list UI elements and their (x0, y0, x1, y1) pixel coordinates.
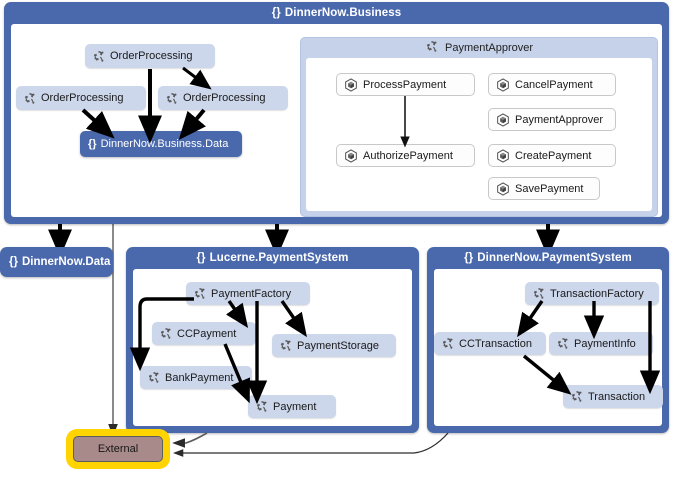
method-icon (344, 77, 358, 92)
node-label: PaymentFactory (211, 287, 292, 300)
node-external[interactable]: External (73, 436, 163, 462)
node-paymentinfo[interactable]: PaymentInfo (549, 332, 653, 355)
method-icon (496, 112, 510, 127)
node-payment[interactable]: Payment (248, 395, 336, 418)
method-savepayment[interactable]: SavePayment (488, 177, 600, 200)
edge-dinnernow-paymentsystem-to-external (172, 432, 449, 457)
class-icon (165, 92, 178, 105)
namespace-braces-icon: {} (88, 138, 97, 150)
namespace-dinnernow-business-title: {}DinnerNow.Business (271, 7, 402, 19)
class-icon (255, 400, 268, 413)
node-label: BankPayment (165, 371, 234, 384)
class-icon (159, 327, 172, 340)
node-transactionfactory[interactable]: TransactionFactory (525, 282, 659, 305)
node-ccpayment[interactable]: CCPayment (152, 322, 256, 345)
method-label: ProcessPayment (363, 78, 447, 91)
node-label: TransactionFactory (550, 287, 644, 300)
class-icon (23, 92, 36, 105)
class-icon (532, 287, 545, 300)
class-icon (279, 339, 292, 352)
node-label: PaymentInfo (574, 337, 636, 350)
method-label: SavePayment (515, 182, 584, 195)
node-label: CCPayment (177, 327, 237, 340)
node-paymentstorage[interactable]: PaymentStorage (272, 334, 396, 357)
method-createpayment[interactable]: CreatePayment (488, 144, 616, 167)
method-cancelpayment[interactable]: CancelPayment (488, 73, 616, 96)
class-icon (441, 337, 454, 350)
node-label: External (97, 443, 139, 455)
node-label: PaymentStorage (297, 339, 379, 352)
namespace-dinnernow-paymentsystem-title: {}DinnerNow.PaymentSystem (464, 252, 632, 264)
method-label: PaymentApprover (515, 113, 604, 126)
node-orderprocessing-right[interactable]: OrderProcessing (158, 86, 288, 110)
class-icon (570, 390, 583, 403)
node-label: DinnerNow.Business.Data (100, 138, 229, 150)
method-icon (344, 148, 358, 163)
namespace-dinnernow-data-label: DinnerNow.Data (21, 256, 111, 268)
method-paymentapprover[interactable]: PaymentApprover (488, 108, 616, 131)
node-label: CCTransaction (459, 337, 532, 350)
namespace-braces-icon: {} (464, 252, 474, 264)
node-cctransaction[interactable]: CCTransaction (434, 332, 546, 355)
class-icon (92, 50, 105, 63)
node-label: Payment (273, 400, 317, 413)
method-processpayment[interactable]: ProcessPayment (336, 73, 475, 96)
node-paymentfactory[interactable]: PaymentFactory (186, 282, 310, 305)
namespace-braces-icon: {} (271, 7, 281, 19)
edge-lucerne-to-external (172, 432, 208, 448)
typegroup-label: PaymentApprover (445, 42, 534, 54)
node-label: OrderProcessing (110, 50, 193, 62)
node-orderprocessing-top[interactable]: OrderProcessing (85, 44, 215, 68)
method-label: CreatePayment (515, 149, 592, 162)
namespace-lucerne-title: {}Lucerne.PaymentSystem (196, 252, 349, 264)
method-icon (496, 148, 510, 163)
method-label: CancelPayment (515, 78, 593, 91)
class-icon (425, 40, 438, 53)
class-icon (556, 337, 569, 350)
node-label: OrderProcessing (183, 92, 266, 104)
method-label: AuthorizePayment (363, 149, 453, 162)
node-bankpayment[interactable]: BankPayment (140, 366, 252, 389)
namespace-braces-icon: {} (196, 252, 206, 264)
method-icon (496, 181, 510, 196)
method-icon (496, 77, 510, 92)
node-label: OrderProcessing (41, 92, 124, 104)
method-authorizepayment[interactable]: AuthorizePayment (336, 144, 475, 167)
class-icon (147, 371, 160, 384)
typegroup-paymentapprover-title: PaymentApprover (301, 40, 657, 57)
namespace-dinnernow-data[interactable]: {} DinnerNow.Data (0, 247, 113, 277)
node-external-highlight[interactable]: External (66, 429, 170, 469)
node-label: Transaction (588, 390, 646, 403)
node-transaction[interactable]: Transaction (563, 385, 663, 408)
class-icon (193, 287, 206, 300)
namespace-braces-icon: {} (9, 256, 18, 268)
node-orderprocessing-left[interactable]: OrderProcessing (16, 86, 146, 110)
node-dinnernow-business-data[interactable]: {} DinnerNow.Business.Data (80, 131, 242, 157)
